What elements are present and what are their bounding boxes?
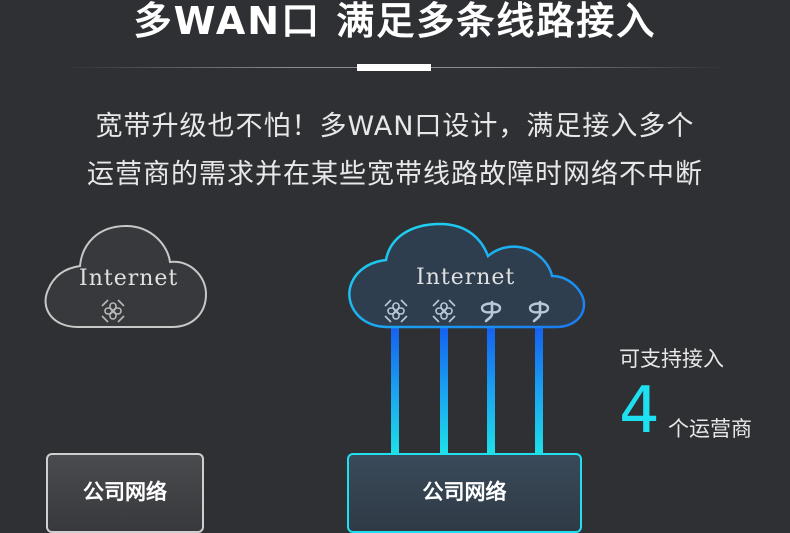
left-box-label: 公司网络 bbox=[83, 480, 167, 504]
description-line-2: 运营商的需求并在某些宽带线路故障时网络不中断 bbox=[87, 159, 703, 190]
right-cloud-label: Internet bbox=[416, 265, 516, 290]
network-diagram bbox=[44, 222, 586, 453]
left-company-network-box: 公司网络 bbox=[46, 453, 204, 533]
right-cloud-shape bbox=[348, 222, 586, 329]
left-cloud-shape bbox=[44, 224, 208, 328]
divider-accent-bar bbox=[357, 64, 431, 71]
description-line-1: 宽带升级也不怕！多WAN口设计，满足接入多个 bbox=[95, 111, 695, 142]
carrier-count: 4 bbox=[619, 374, 660, 448]
right-box-label: 公司网络 bbox=[422, 480, 507, 504]
unicom-logo-icon bbox=[101, 299, 125, 323]
wan-line-1 bbox=[391, 327, 399, 453]
unicom-logo-icon bbox=[432, 299, 456, 323]
wan-line-4 bbox=[535, 327, 543, 453]
support-suffix: 个运营商 bbox=[668, 417, 752, 441]
right-company-network-box: 公司网络 bbox=[347, 453, 582, 533]
unicom-logo-icon bbox=[384, 299, 408, 323]
page-title: 多WAN口 满足多条线路接入 bbox=[133, 0, 657, 43]
wan-line-2 bbox=[440, 327, 448, 453]
left-cloud-label: Internet bbox=[79, 266, 179, 291]
wan-line-3 bbox=[487, 327, 495, 453]
support-prefix: 可支持接入 bbox=[619, 347, 724, 371]
